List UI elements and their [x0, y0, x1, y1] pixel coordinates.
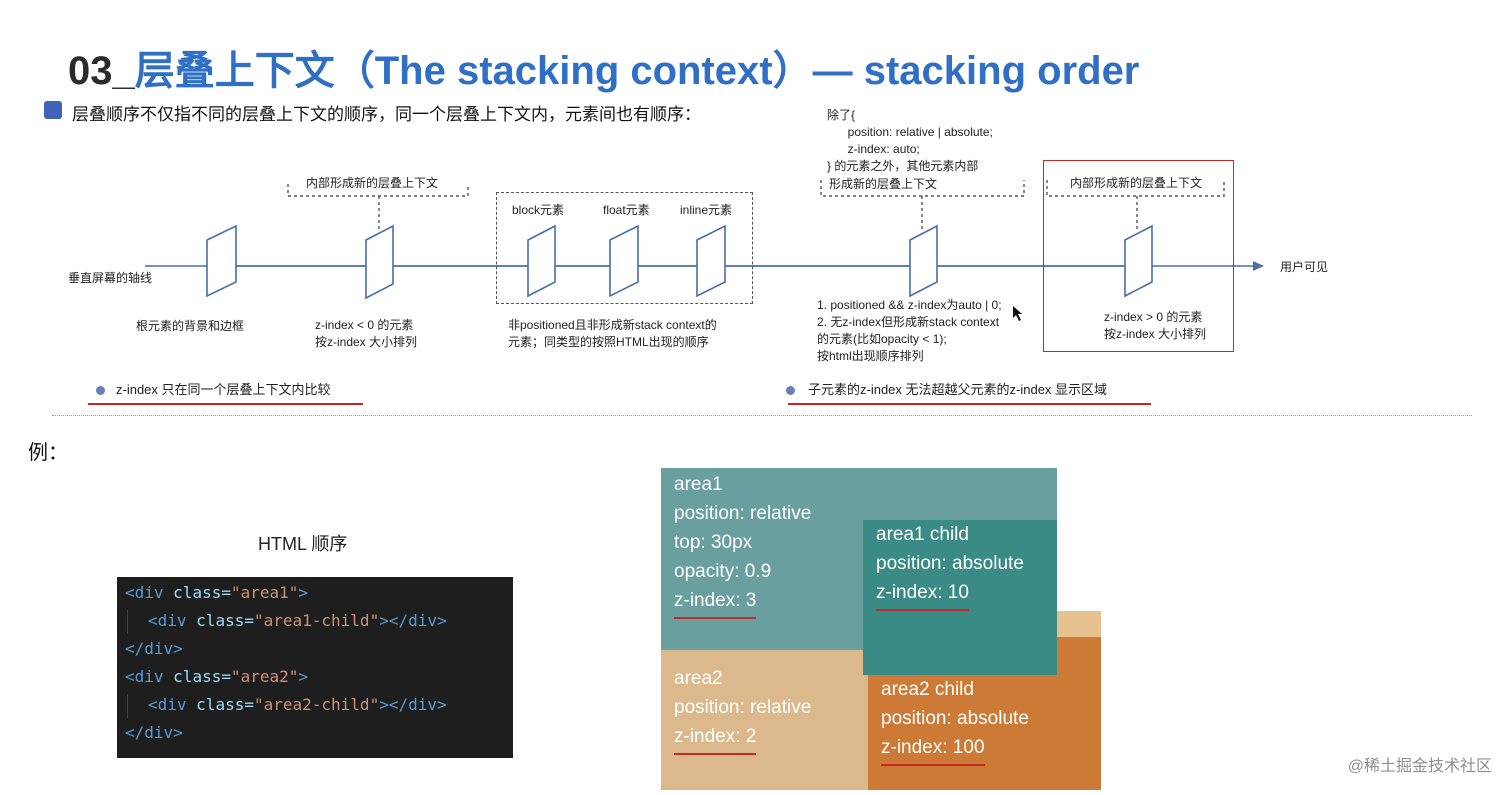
- note-right-underline: [788, 403, 1151, 405]
- page-title: 03_层叠上下文（The stacking context）— stacking…: [68, 38, 1139, 96]
- note-left: z-index 只在同一个层叠上下文内比较: [116, 382, 331, 397]
- plane-root: [206, 224, 237, 298]
- watermark: @稀土掘金技术社区: [1347, 758, 1492, 775]
- axis-arrow-icon: [1253, 261, 1264, 271]
- non-positioned-group: [496, 192, 753, 304]
- plane-float: [609, 224, 639, 298]
- block-label: block元素: [512, 203, 565, 217]
- user-visible-label: 用户可见: [1280, 260, 1329, 274]
- area2-box: area2 position: relative z-index: 2: [661, 650, 871, 790]
- cursor-icon: [1013, 306, 1022, 321]
- example-label: 例：: [28, 442, 68, 464]
- plane-negative-z: [365, 224, 394, 300]
- title-number: 03_: [68, 49, 135, 93]
- axis-label: 垂直屏幕的轴线: [68, 271, 153, 285]
- note-right: 子元素的z-index 无法超越父元素的z-index 显示区域: [808, 382, 1108, 397]
- except-note: 除了{ position: relative | absolute; z-ind…: [827, 108, 993, 173]
- code-line: <div class="area1">: [125, 583, 309, 602]
- title-text: 层叠上下文（The stacking context）— stacking or…: [134, 49, 1140, 93]
- zero-z-caption: 1. positioned && z-index为auto | 0; 2. 无z…: [817, 298, 1002, 363]
- non-positioned-caption: 非positioned且非形成新stack context的 元素；同类型的按照…: [508, 318, 717, 349]
- plane-inline: [696, 224, 726, 298]
- note-bullet-icon: [786, 386, 795, 395]
- plane-block: [527, 224, 556, 298]
- float-label: float元素: [603, 203, 650, 217]
- positive-z-box-label: 内部形成新的层叠上下文: [1068, 174, 1205, 192]
- code-line: <div class="area2-child"></div>: [148, 695, 447, 714]
- area1-child-box: area1 child position: absolute z-index: …: [863, 520, 1057, 675]
- negative-z-box-label: 内部形成新的层叠上下文: [304, 174, 441, 192]
- zero-z-box-label: 形成新的层叠上下文: [827, 175, 940, 193]
- code-line: <div class="area2">: [125, 667, 309, 686]
- plane-positive-z: [1124, 224, 1153, 298]
- note-left-underline: [88, 403, 363, 405]
- note-bullet-icon: [96, 386, 105, 395]
- plane-zero-z: [909, 224, 938, 298]
- code-block: <div class="area1"> <div class="area1-ch…: [117, 577, 513, 758]
- section-divider: [52, 415, 1472, 416]
- bullet-square-icon: [44, 101, 62, 119]
- positive-z-highlight: [1043, 160, 1234, 352]
- intro-text: 层叠顺序不仅指不同的层叠上下文的顺序，同一个层叠上下文内，元素间也有顺序：: [72, 105, 701, 124]
- code-line: </div>: [125, 723, 183, 742]
- negative-z-caption: z-index < 0 的元素 按z-index 大小排列: [315, 318, 418, 349]
- positive-z-caption: z-index > 0 的元素 按z-index 大小排列: [1104, 310, 1207, 341]
- html-order-label: HTML 顺序: [258, 534, 348, 554]
- code-line: <div class="area1-child"></div>: [148, 611, 447, 630]
- stacking-order-diagram: [145, 180, 1264, 321]
- root-label: 根元素的背景和边框: [136, 319, 245, 333]
- inline-label: inline元素: [680, 203, 733, 217]
- code-line: </div>: [125, 639, 183, 658]
